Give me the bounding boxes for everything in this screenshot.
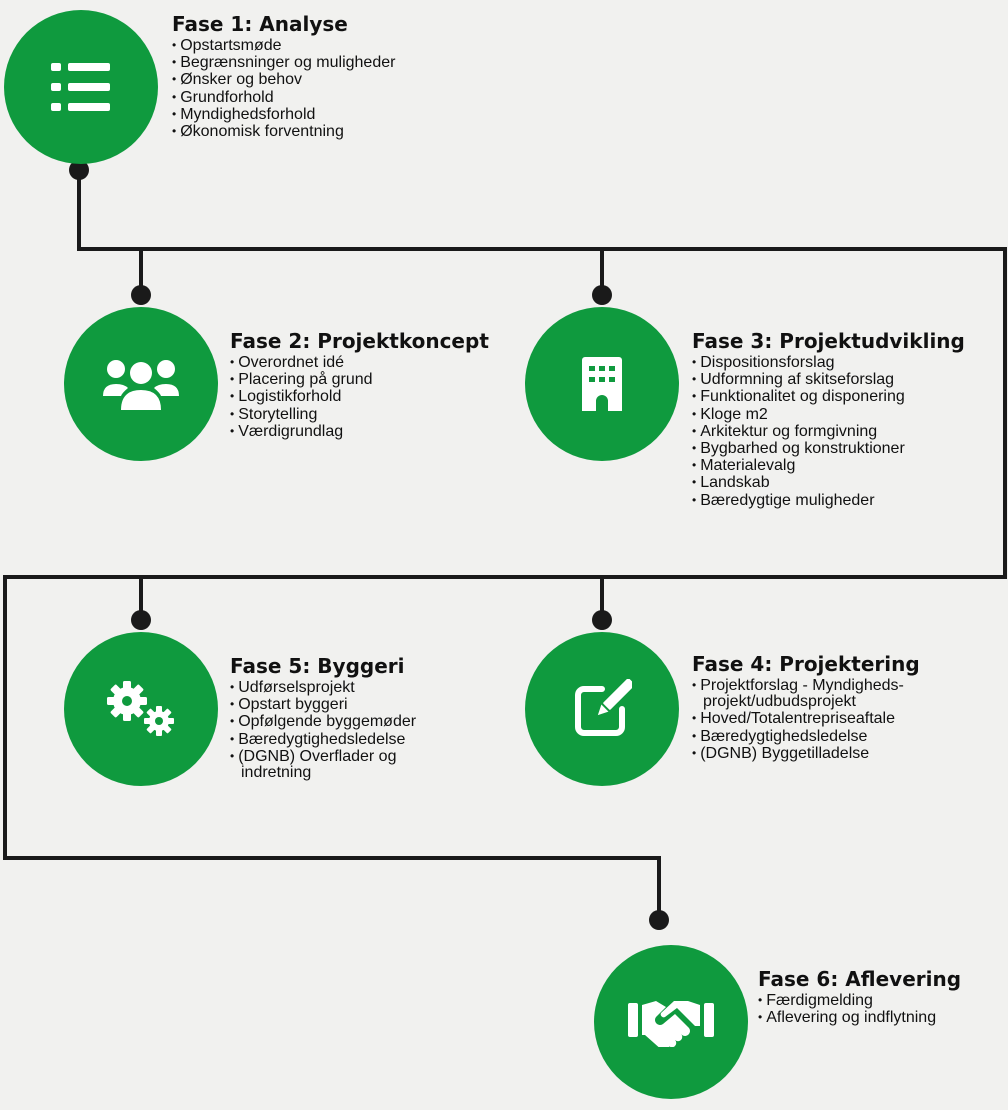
phase-3-item: •Dispositionsforslag — [692, 354, 835, 371]
phase-4-item: •Bæredygtighedsledelse — [692, 727, 868, 745]
phase-1-item: •Grundforhold — [172, 88, 274, 106]
phase-6-title: Fase 6: Aflevering — [758, 967, 962, 991]
phase-4-item: •Hoved/Totalentrepriseaftale — [692, 710, 895, 728]
phase-6-text: Fase 6: Aflevering •Færdigmelding•Afleve… — [758, 967, 961, 1026]
connector-dot-1 — [69, 160, 89, 180]
handshake-icon — [628, 997, 714, 1047]
phase-5-circle — [64, 632, 218, 786]
connector-line-1 — [3, 170, 1007, 920]
phase-3-item: •Funktionalitet og disponering — [692, 388, 905, 406]
phase-5-list: •Udførselsprojekt•Opstart byggeri•Opfølg… — [230, 679, 461, 781]
phase-1-text: Fase 1: Analyse •Opstartsmøde•Begrænsnin… — [172, 12, 395, 140]
phase-3-item: •Materialevalg — [692, 457, 796, 475]
phase-5-item: •Bæredygtighedsledelse — [230, 730, 406, 748]
phase-6-list: •Færdigmelding•Aflevering og indflytning — [758, 992, 961, 1026]
phase-6-circle — [594, 945, 748, 1099]
phase-5-item: •Opfølgende byggemøder — [230, 713, 417, 731]
phase-1-item: •Ønsker og behov — [172, 71, 303, 89]
connector-dot-6 — [649, 910, 669, 930]
phase-4-title: Fase 4: Projektering — [692, 652, 920, 676]
phase-6-item: •Færdigmelding — [758, 992, 873, 1009]
phase-2-title: Fase 2: Projektkoncept — [230, 329, 489, 353]
phase-2-item: •Storytelling — [230, 405, 318, 423]
gears-icon — [101, 677, 181, 741]
phase-5-item: •Udførselsprojekt — [230, 679, 355, 696]
phase-1-title: Fase 1: Analyse — [172, 12, 348, 36]
phase-3-title: Fase 3: Projektudvikling — [692, 329, 965, 353]
connector-dot-2 — [131, 285, 151, 305]
building-icon — [582, 357, 622, 411]
phase-2-item: •Placering på grund — [230, 371, 373, 389]
users-icon — [101, 356, 181, 412]
phase-2-item: •Logistikforhold — [230, 388, 342, 406]
phase-3-item: •Bæredygtige muligheder — [692, 491, 875, 509]
phase-2-item: •Værdigrundlag — [230, 422, 344, 440]
phase-2-list: •Overordnet idé•Placering på grund•Logis… — [230, 354, 489, 440]
phase-2-item: •Overordnet idé — [230, 354, 345, 371]
phase-1-item: •Begrænsninger og muligheder — [172, 54, 396, 72]
phase-3-item: •Landskab — [692, 474, 770, 492]
phase-5-title: Fase 5: Byggeri — [230, 654, 405, 678]
connector-dot-5 — [131, 610, 151, 630]
phase-3-list: •Dispositionsforslag•Udformning af skits… — [692, 354, 965, 509]
phase-3-item: •Udformning af skitseforslag — [692, 371, 895, 389]
phase-2-text: Fase 2: Projektkoncept •Overordnet idé•P… — [230, 329, 489, 440]
phase-3-item: •Bygbarhed og konstruktioner — [692, 440, 905, 458]
phase-5-text: Fase 5: Byggeri •Udførselsprojekt•Opstar… — [230, 654, 461, 781]
connector-dot-4 — [592, 610, 612, 630]
phase-1-circle — [4, 10, 158, 164]
phase-1-item: •Opstartsmøde — [172, 37, 282, 54]
phase-1-item: •Økonomisk forventning — [172, 123, 344, 141]
phase-4-item: •(DGNB) Byggetilladelse — [692, 744, 870, 762]
phase-4-item: •Projektforslag - Myndigheds-projekt/udb… — [692, 677, 904, 711]
list-icon — [51, 61, 111, 113]
phase-4-list: •Projektforslag - Myndigheds-projekt/udb… — [692, 677, 1003, 762]
phase-3-item: •Arkitektur og formgivning — [692, 422, 878, 440]
phase-3-item: •Kloge m2 — [692, 405, 768, 423]
phase-3-circle — [525, 307, 679, 461]
phase-5-item: •Opstart byggeri — [230, 696, 348, 714]
phase-4-circle — [525, 632, 679, 786]
phase-2-circle — [64, 307, 218, 461]
edit-icon — [572, 679, 632, 739]
phase-1-item: •Myndighedsforhold — [172, 105, 316, 123]
phase-3-text: Fase 3: Projektudvikling •Dispositionsfo… — [692, 329, 965, 509]
phase-1-list: •Opstartsmøde•Begrænsninger og mulighede… — [172, 37, 395, 140]
connector-dot-3 — [592, 285, 612, 305]
phase-4-text: Fase 4: Projektering •Projektforslag - M… — [692, 652, 1003, 762]
phase-5-item: •(DGNB) Overflader og indretning — [230, 747, 397, 782]
phase-6-item: •Aflevering og indflytning — [758, 1009, 937, 1027]
